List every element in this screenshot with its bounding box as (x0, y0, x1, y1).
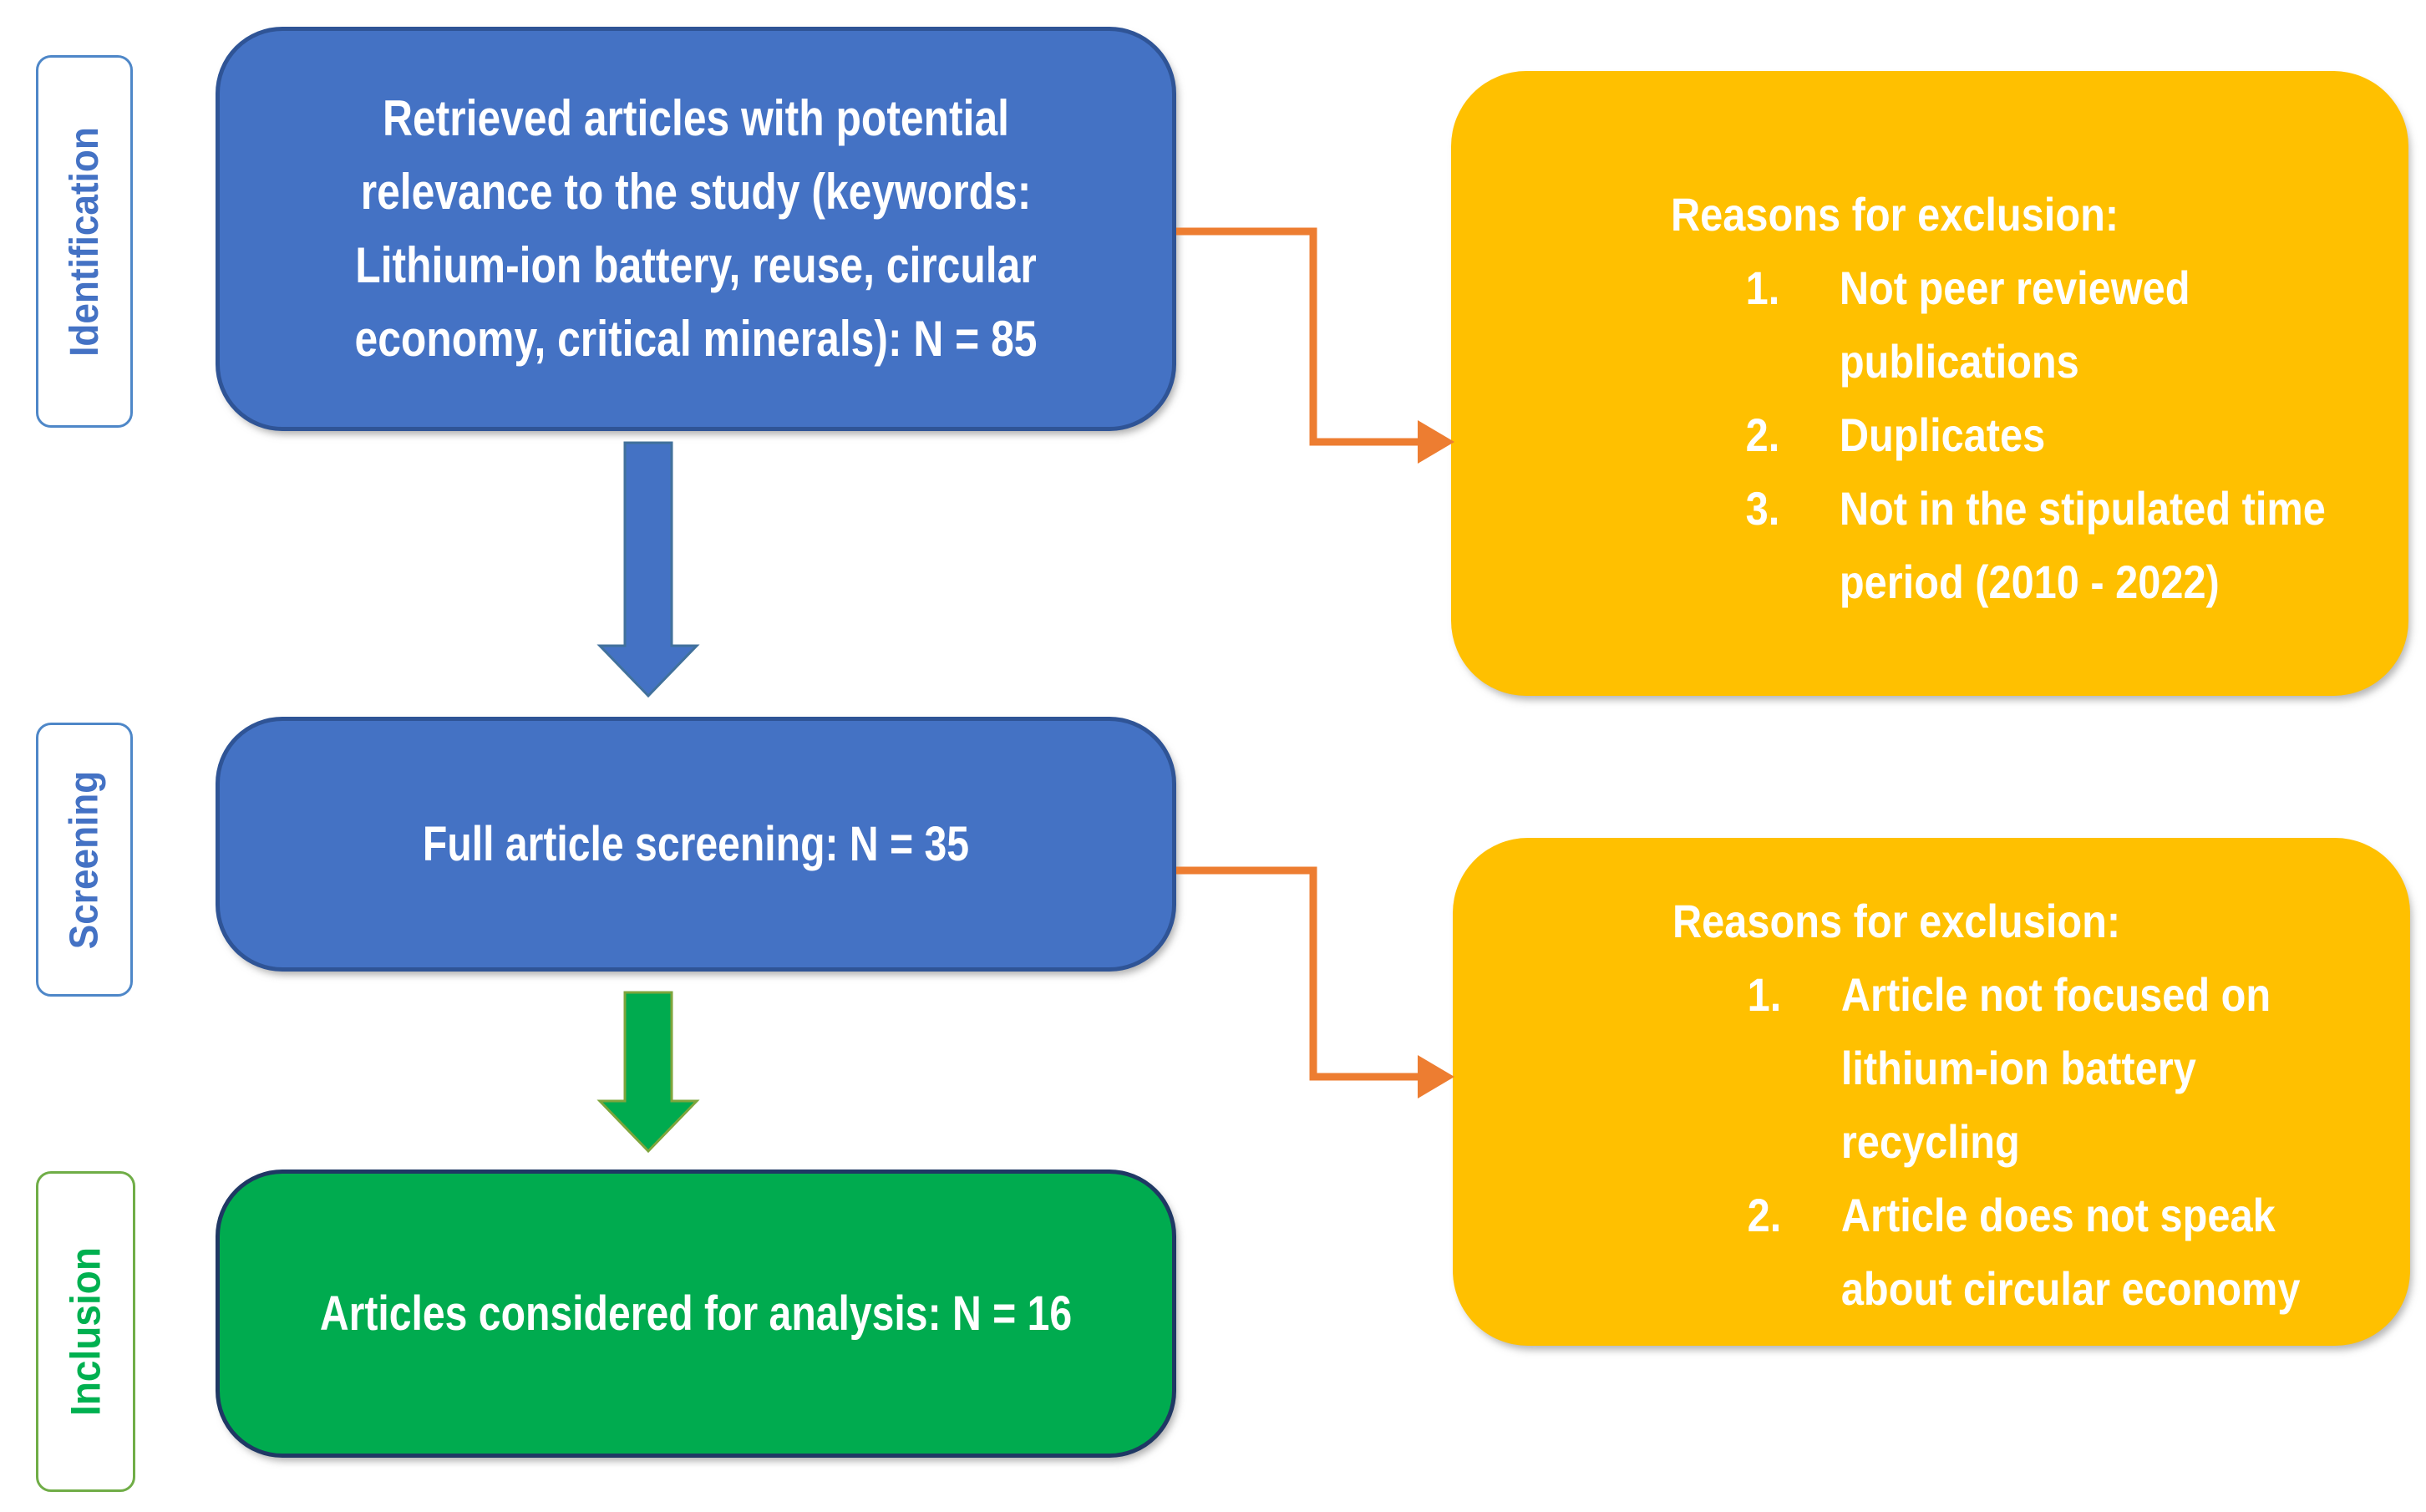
exclusion-box-screening-content: Reasons for exclusion: Article not focus… (1672, 885, 2410, 1326)
flow-box-articles-for-analysis: Articles considered for analysis: N = 16 (216, 1170, 1176, 1458)
exclusion-item: Not peer reviewed publications (1746, 251, 2190, 388)
exclusion-item: Article does not speak about circular ec… (1748, 1179, 2301, 1315)
flow-box-full-article-screening: Full article screening: N = 35 (216, 717, 1176, 972)
exclusion-heading: Reasons for exclusion: (1671, 188, 2119, 241)
elbow-connector-arrowhead-icon (1418, 1055, 1454, 1098)
elbow-connector-screening-to-exclusion (1176, 866, 1420, 1081)
flow-box-retrieved-articles-text: Retrieved articles with potential releva… (354, 90, 1038, 367)
exclusion-list: Article not focused on lithium-ion batte… (1748, 958, 2377, 1326)
exclusion-box-identification: Reasons for exclusion: Not peer reviewed… (1451, 71, 2408, 696)
exclusion-box-identification-content: Reasons for exclusion: Not peer reviewed… (1671, 178, 2408, 619)
down-arrow-identification-to-screening-icon (596, 441, 700, 698)
elbow-connector-retrieved-to-exclusion (1176, 227, 1420, 446)
exclusion-box-screening: Reasons for exclusion: Article not focus… (1453, 838, 2410, 1346)
exclusion-heading: Reasons for exclusion: (1672, 895, 2121, 947)
stage-label-screening: Screening (36, 723, 133, 997)
flow-box-retrieved-articles: Retrieved articles with potential releva… (216, 27, 1176, 431)
stage-label-inclusion: Inclusion (36, 1171, 135, 1492)
elbow-connector-arrowhead-icon (1418, 420, 1454, 464)
stage-label-identification: Identification (36, 55, 133, 428)
exclusion-item: Not in the stipulated time period (2010 … (1746, 472, 2326, 608)
down-arrow-screening-to-inclusion-icon (596, 991, 700, 1154)
flow-box-articles-for-analysis-text: Articles considered for analysis: N = 16 (319, 1286, 1073, 1341)
exclusion-item: Article not focused on lithium-ion batte… (1748, 958, 2271, 1168)
flow-box-full-article-screening-text: Full article screening: N = 35 (422, 816, 970, 871)
exclusion-item: Duplicates (1746, 398, 2046, 472)
